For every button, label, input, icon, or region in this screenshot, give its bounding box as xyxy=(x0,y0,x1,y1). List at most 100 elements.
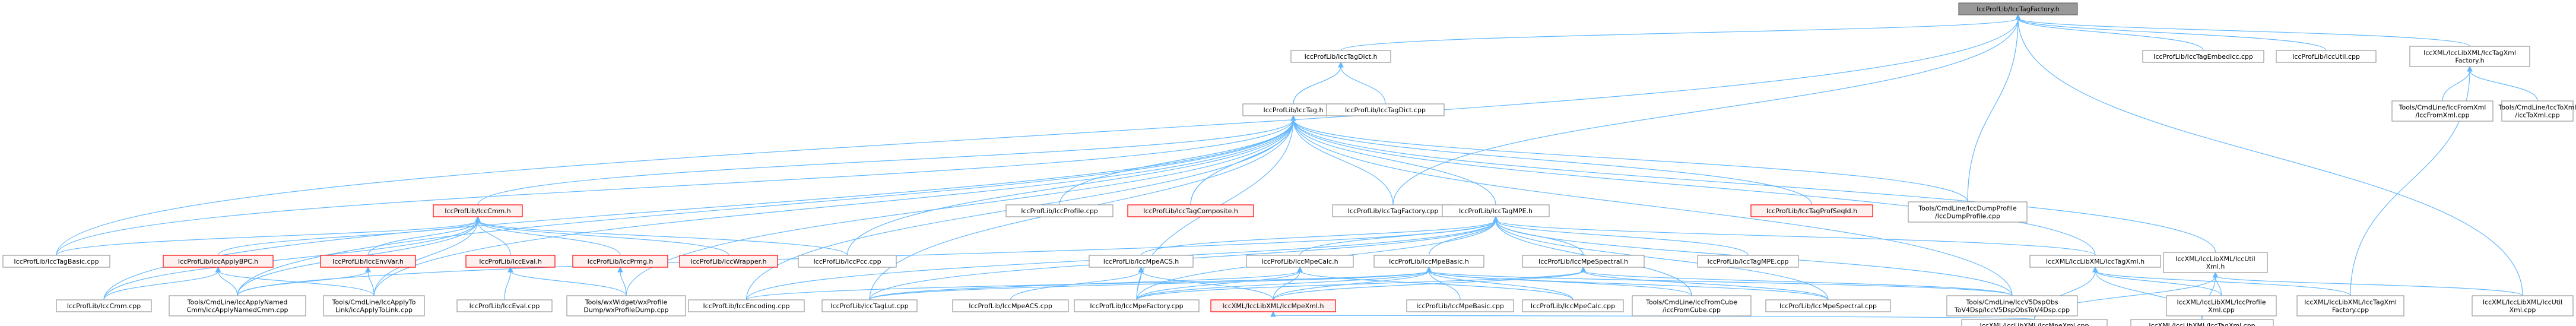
dependency-edge xyxy=(869,266,1432,300)
edge-line xyxy=(477,220,511,256)
node-box xyxy=(2409,46,2530,67)
node-iccproflib-icccmm-h[interactable]: IccProfLib/IccCmm.h xyxy=(433,204,523,217)
dependency-edge xyxy=(1138,266,1274,300)
node-box xyxy=(566,295,686,316)
node-iccproflib-iccmpespectral-h[interactable]: IccProfLib/IccMpeSpectral.h xyxy=(1522,255,1645,268)
node-label: IccProfLib/IccTagLut.cpp xyxy=(830,302,908,310)
node-label: IccXML/IccLibXML/IccTagXml xyxy=(2423,49,2516,57)
node-iccxml-icclibxml-icctagxml-h[interactable]: IccXML/IccLibXML/IccTagXml.h xyxy=(2029,255,2161,268)
node-iccproflib-icctagbasic-cpp[interactable]: IccProfLib/IccTagBasic.cpp xyxy=(2,255,110,268)
node-label: Tools/wxWidget/wxProfile xyxy=(585,299,668,306)
node-iccproflib-icctagfactory-cpp[interactable]: IccProfLib/IccTagFactory.cpp xyxy=(1332,204,1454,217)
node-iccproflib-icctagmpe-cpp[interactable]: IccProfLib/IccTagMPE.cpp xyxy=(1697,255,1799,268)
node-tools-wxwidget-wxprofiledump-wxprofiledump-cpp[interactable]: Tools/wxWidget/wxProfileDump/wxProfileDu… xyxy=(566,295,686,316)
dependency-edge xyxy=(237,266,371,296)
node-iccproflib-iccmpeacs-cpp[interactable]: IccProfLib/IccMpeACS.cpp xyxy=(952,299,1069,312)
node-iccproflib-icceval-h[interactable]: IccProfLib/IccEval.h xyxy=(465,255,556,268)
node-iccproflib-iccwrapper-h[interactable]: IccProfLib/IccWrapper.h xyxy=(679,255,778,268)
node-iccproflib-iccapplybpc-h[interactable]: IccProfLib/IccApplyBPC.h xyxy=(163,255,274,268)
node-iccproflib-icctagmpe-h[interactable]: IccProfLib/IccTagMPE.h xyxy=(1442,204,1550,217)
node-iccproflib-icctagdict-h[interactable]: IccProfLib/IccTagDict.h xyxy=(1290,50,1391,63)
node-iccproflib-iccmpecalc-cpp[interactable]: IccProfLib/IccMpeCalc.cpp xyxy=(1522,299,1624,312)
node-label: Xml.cpp xyxy=(2510,306,2536,314)
node-iccproflib-icceval-cpp[interactable]: IccProfLib/IccEval.cpp xyxy=(456,299,553,312)
edge-line xyxy=(56,18,2019,256)
node-iccproflib-iccencoding-cpp[interactable]: IccProfLib/IccEncoding.cpp xyxy=(688,299,805,312)
node-tools-cmdline-icctoxml-icctoxml-cpp[interactable]: Tools/CmdLine/IccToXml/IccToXml.cpp xyxy=(2498,100,2576,122)
node-iccproflib-iccutil-cpp[interactable]: IccProfLib/IccUtil.cpp xyxy=(2276,50,2377,63)
node-iccxml-icclibxml-iccmpexml-cpp[interactable]: IccXML/IccLibXML/IccMpeXml.cpp xyxy=(1961,319,2108,326)
node-iccproflib-icctag-h[interactable]: IccProfLib/IccTag.h xyxy=(1242,103,1344,116)
edge-line xyxy=(217,270,375,296)
node-iccproflib-icctagembedicc-cpp[interactable]: IccProfLib/IccTagEmbedIcc.cpp xyxy=(2142,50,2264,63)
node-iccproflib-iccenvvar-h[interactable]: IccProfLib/IccEnvVar.h xyxy=(320,255,416,268)
node-iccproflib-iccmpespectral-cpp[interactable]: IccProfLib/IccMpeSpectral.cpp xyxy=(1765,299,1891,312)
node-label: Dump/wxProfileDump.cpp xyxy=(583,306,668,314)
node-tools-cmdline-iccv5dspobstov4dsp-iccv5dspobstov4dsp-cpp[interactable]: Tools/CmdLine/IccV5DspObsToV4Dsp/IccV5Ds… xyxy=(1946,295,2078,316)
node-iccproflib-icctagdict-cpp[interactable]: IccProfLib/IccTagDict.cpp xyxy=(1326,103,1445,116)
edge-line xyxy=(620,270,627,296)
node-tools-cmdline-iccfromcube-iccfromcube-cpp[interactable]: Tools/CmdLine/IccFromCube/iccFromCube.cp… xyxy=(1632,295,1752,316)
node-box xyxy=(320,255,416,268)
node-iccproflib-iccmpebasic-cpp[interactable]: IccProfLib/IccMpeBasic.cpp xyxy=(1406,299,1514,312)
dependency-edge xyxy=(1290,115,1394,205)
node-iccproflib-iccmpebasic-h[interactable]: IccProfLib/IccMpeBasic.h xyxy=(1373,255,1484,268)
node-label: IccProfLib/IccTagMPE.cpp xyxy=(1707,258,1788,265)
node-iccproflib-icctaglut-cpp[interactable]: IccProfLib/IccTagLut.cpp xyxy=(821,299,918,312)
dependency-edge xyxy=(1340,14,2021,51)
node-box xyxy=(2130,319,2274,326)
node-iccproflib-icctagfactory-h[interactable]: IccProfLib/IccTagFactory.h xyxy=(1958,2,2078,15)
node-iccxml-icclibxml-icctagxml-cpp[interactable]: IccXML/IccLibXML/IccTagXml.cpp xyxy=(2130,319,2274,326)
node-iccproflib-icctagprofseqid-h[interactable]: IccProfLib/IccTagProfSeqId.h xyxy=(1750,204,1873,217)
node-label: IccProfLib/IccTagFactory.cpp xyxy=(1348,207,1439,215)
node-iccxml-icclibxml-iccmpexml-h[interactable]: IccXML/IccLibXML/IccMpeXml.h xyxy=(1210,299,1336,312)
node-iccproflib-iccprofile-cpp[interactable]: IccProfLib/IccProfile.cpp xyxy=(1005,204,1113,217)
edge-line xyxy=(1293,119,1496,205)
node-iccproflib-iccmpeacs-h[interactable]: IccProfLib/IccMpeACS.h xyxy=(1089,255,1194,268)
dependency-edge xyxy=(477,115,1296,205)
dependency-edge xyxy=(103,115,1296,300)
node-label: Tools/CmdLine/IccFromCube xyxy=(1645,299,1737,306)
node-iccproflib-iccmpecalc-h[interactable]: IccProfLib/IccMpeCalc.h xyxy=(1246,255,1354,268)
edge-line xyxy=(2095,270,2222,296)
edge-line xyxy=(504,270,511,300)
node-iccproflib-icccmm-cpp[interactable]: IccProfLib/IccCmm.cpp xyxy=(56,299,152,312)
node-label: IccProfLib/IccTagEmbedIcc.cpp xyxy=(2153,53,2253,61)
edge-line xyxy=(1293,119,2096,256)
node-box xyxy=(1750,204,1873,217)
node-label: IccProfLib/IccTagBasic.cpp xyxy=(14,258,99,265)
node-label: IccProfLib/IccApplyBPC.h xyxy=(178,258,258,265)
node-tools-cmdline-iccfromxml-iccfromxml-cpp[interactable]: Tools/CmdLine/IccFromXml/IccFromXml.cpp xyxy=(2391,100,2493,122)
node-box xyxy=(1089,255,1194,268)
node-tools-cmdline-iccapplytolink-iccapplytolink-cpp[interactable]: Tools/CmdLine/IccApplyToLink/iccApplyToL… xyxy=(323,295,425,316)
node-box xyxy=(952,299,1069,312)
edge-line xyxy=(1190,119,1294,205)
edge-line xyxy=(367,220,478,256)
edge-line xyxy=(237,270,369,296)
node-iccproflib-iccmpefactory-cpp[interactable]: IccProfLib/IccMpeFactory.cpp xyxy=(1074,299,1200,312)
dependency-edge xyxy=(1290,115,2216,253)
node-label: Xml.h xyxy=(2206,263,2225,271)
node-tools-cmdline-iccdumpprofile-iccdumpprofile-cpp[interactable]: Tools/CmdLine/IccDumpProfile/IccDumpProf… xyxy=(1908,201,2028,223)
node-label: Tools/CmdLine/IccApplyNamed xyxy=(187,299,288,306)
node-box xyxy=(2276,50,2377,63)
node-box xyxy=(2472,295,2574,316)
edge-line xyxy=(1273,270,1584,300)
node-label: IccXML/IccLibXML/IccTagXml.cpp xyxy=(2149,322,2255,326)
edge-line xyxy=(1392,18,2019,205)
edge-arrowhead xyxy=(1580,266,1587,273)
dependency-edge xyxy=(56,115,1296,256)
node-label: IccXML/IccLibXML/IccTagXml.h xyxy=(2046,258,2144,265)
node-iccproflib-iccpcc-cpp[interactable]: IccProfLib/IccPcc.cpp xyxy=(798,255,897,268)
node-iccproflib-iccprmg-h[interactable]: IccProfLib/IccPrmg.h xyxy=(572,255,668,268)
node-iccproflib-icctagcomposite-h[interactable]: IccProfLib/IccTagComposite.h xyxy=(1127,204,1254,217)
node-tools-cmdline-iccapplynamedcmm-iccapplynamedcmm-cpp[interactable]: Tools/CmdLine/IccApplyNamedCmm/iccApplyN… xyxy=(169,295,306,316)
node-box xyxy=(1373,255,1484,268)
